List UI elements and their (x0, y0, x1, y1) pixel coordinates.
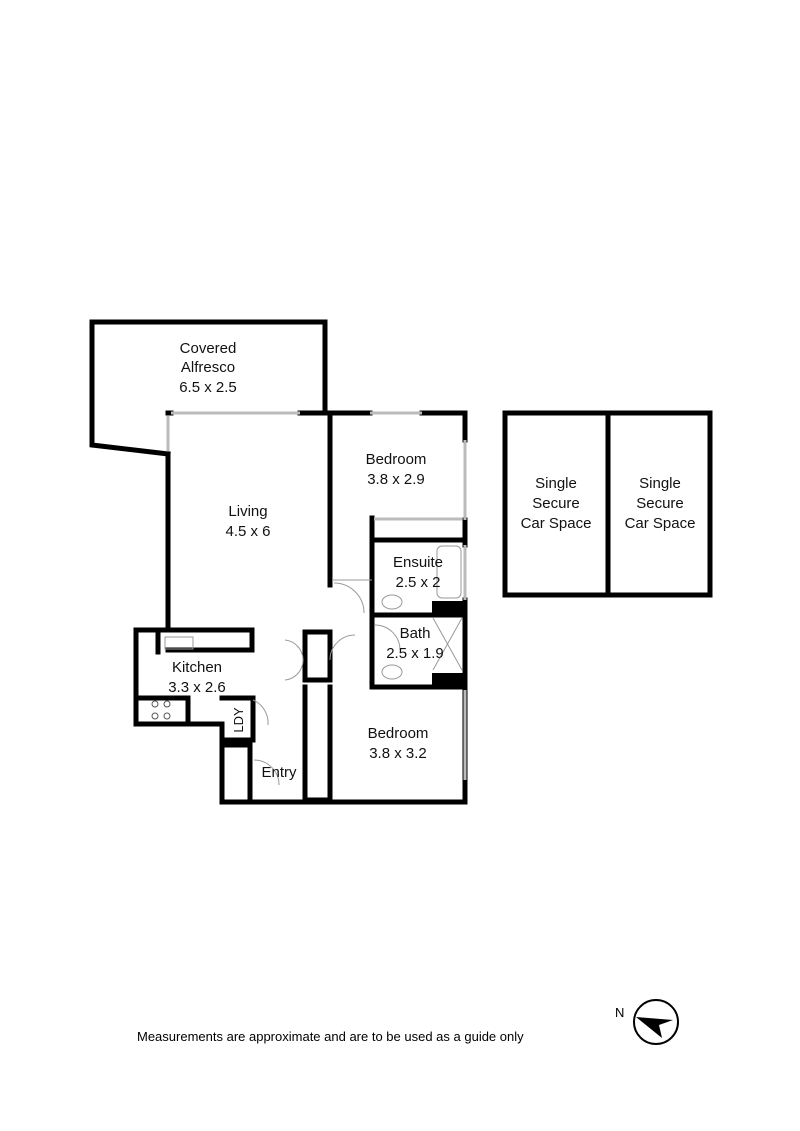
basin-icon (381, 594, 403, 610)
bathtub-icon (436, 545, 462, 599)
shower-icon (432, 617, 463, 671)
door-swing (332, 579, 372, 614)
alfresco-label: Covered (180, 340, 237, 357)
walls (89, 319, 713, 805)
car2-label: Single (639, 475, 681, 492)
alfresco-label: Alfresco (181, 359, 235, 376)
kitchen-size: 3.3 x 2.6 (168, 679, 226, 696)
sink-icon (164, 636, 194, 650)
north-arrow-icon (633, 999, 679, 1045)
bath-size: 2.5 x 1.9 (386, 645, 444, 662)
wet-area-walls (369, 515, 468, 690)
car1-label: Car Space (521, 515, 592, 532)
laundry-label: LDY (231, 707, 246, 733)
outer-walls (165, 410, 468, 803)
compass-label: N (615, 1005, 624, 1020)
kitchen-walls (133, 627, 255, 727)
alfresco-size: 6.5 x 2.5 (179, 379, 237, 396)
cooktop-icon (151, 700, 171, 720)
bedroom2-label: Bedroom (368, 725, 429, 742)
car1-label: Single (535, 475, 577, 492)
ensuite-duct (432, 601, 465, 615)
alfresco-walls (89, 319, 328, 457)
car2-label: Car Space (625, 515, 696, 532)
entry-walls (219, 629, 468, 805)
car2-label: Secure (636, 495, 684, 512)
car1-label: Secure (532, 495, 580, 512)
bedroom1-label: Bedroom (366, 451, 427, 468)
kitchen-label: Kitchen (172, 659, 222, 676)
ensuite-size: 2.5 x 2 (395, 574, 440, 591)
living-size: 4.5 x 6 (225, 523, 270, 540)
ensuite-label: Ensuite (393, 554, 443, 571)
bath-duct (432, 673, 465, 687)
disclaimer: Measurements are approximate and are to … (137, 1029, 524, 1044)
bath-label: Bath (400, 625, 431, 642)
living-label: Living (228, 503, 267, 520)
windows (166, 411, 467, 780)
door-swings (252, 624, 401, 786)
bedroom2-size: 3.8 x 3.2 (369, 745, 427, 762)
basin-icon (381, 664, 403, 680)
entry-label: Entry (261, 764, 297, 781)
bedroom1-size: 3.8 x 2.9 (367, 471, 425, 488)
